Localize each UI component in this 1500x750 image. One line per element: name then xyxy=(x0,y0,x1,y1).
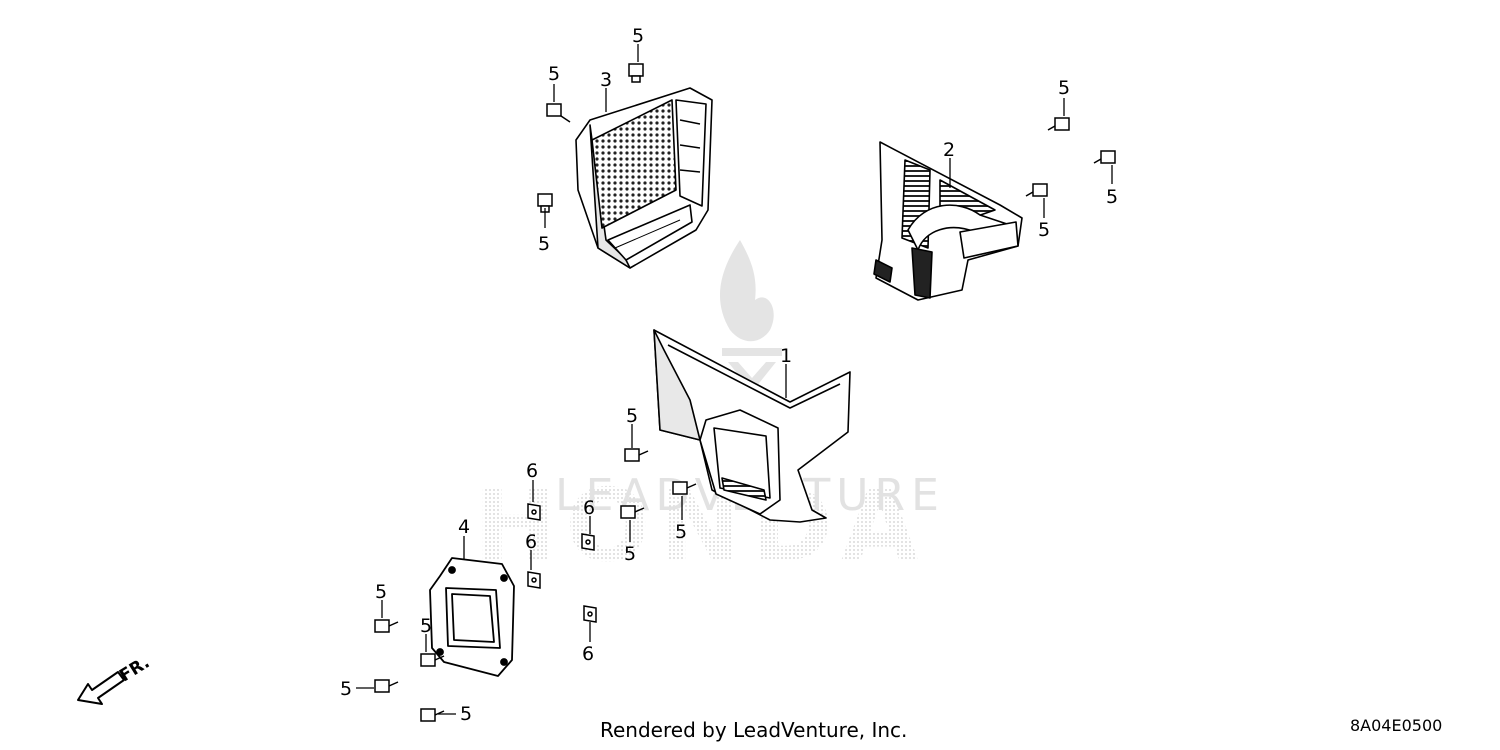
bolt-5-icon xyxy=(628,63,644,83)
render-credit: Rendered by LeadVenture, Inc. xyxy=(600,718,908,742)
bolt-5-icon xyxy=(420,653,445,667)
flame-logo-icon xyxy=(719,240,782,392)
bolt-5-icon xyxy=(1093,150,1116,164)
callout-6: 6 xyxy=(526,460,538,482)
diagram-code: 8A04E0500 xyxy=(1350,716,1443,735)
callout-3: 3 xyxy=(600,69,612,91)
clip-6-icon xyxy=(527,571,541,589)
part-3-cover xyxy=(575,87,713,269)
callout-5: 5 xyxy=(1038,219,1050,241)
leader-lines xyxy=(356,44,1113,715)
callout-2: 2 xyxy=(943,139,955,161)
callout-4: 4 xyxy=(458,516,470,538)
bolt-5-icon xyxy=(1025,183,1048,197)
callout-5: 5 xyxy=(340,678,352,700)
callout-5: 5 xyxy=(632,25,644,47)
callout-6: 6 xyxy=(582,643,594,665)
clips xyxy=(527,503,597,623)
callout-5: 5 xyxy=(460,703,472,725)
bolt-5-icon xyxy=(420,708,445,722)
clip-6-icon xyxy=(583,605,597,623)
bolt-5-icon xyxy=(546,103,571,123)
part-2-shroud xyxy=(873,141,1023,301)
callout-6: 6 xyxy=(525,531,537,553)
callout-5: 5 xyxy=(375,581,387,603)
callout-5: 5 xyxy=(1106,186,1118,208)
callout-5: 5 xyxy=(624,543,636,565)
clip-6-icon xyxy=(581,533,595,551)
bolts xyxy=(374,63,1116,722)
bolt-5-icon xyxy=(1047,117,1070,131)
part-1-cover xyxy=(653,329,851,523)
callout-5: 5 xyxy=(420,615,432,637)
watermark-brand: HONDA xyxy=(474,467,927,584)
callout-5: 5 xyxy=(538,233,550,255)
front-direction-arrow-icon: FR. xyxy=(77,653,153,705)
callout-5: 5 xyxy=(675,521,687,543)
callout-5: 5 xyxy=(626,405,638,427)
callout-6: 6 xyxy=(583,497,595,519)
part-4-plate xyxy=(429,557,515,677)
bolt-5-icon xyxy=(672,481,697,495)
clip-6-icon xyxy=(527,503,541,521)
bolt-5-icon xyxy=(624,448,649,462)
callout-5: 5 xyxy=(1058,77,1070,99)
callout-labels: 1 2 3 4 5 5 5 5 5 5 5 5 5 5 5 5 5 6 6 6 … xyxy=(340,25,1118,725)
bolt-5-icon xyxy=(374,619,399,633)
bolt-5-icon xyxy=(620,505,645,519)
bolt-5-icon xyxy=(374,679,399,693)
callout-5: 5 xyxy=(548,63,560,85)
callout-1: 1 xyxy=(780,345,792,367)
